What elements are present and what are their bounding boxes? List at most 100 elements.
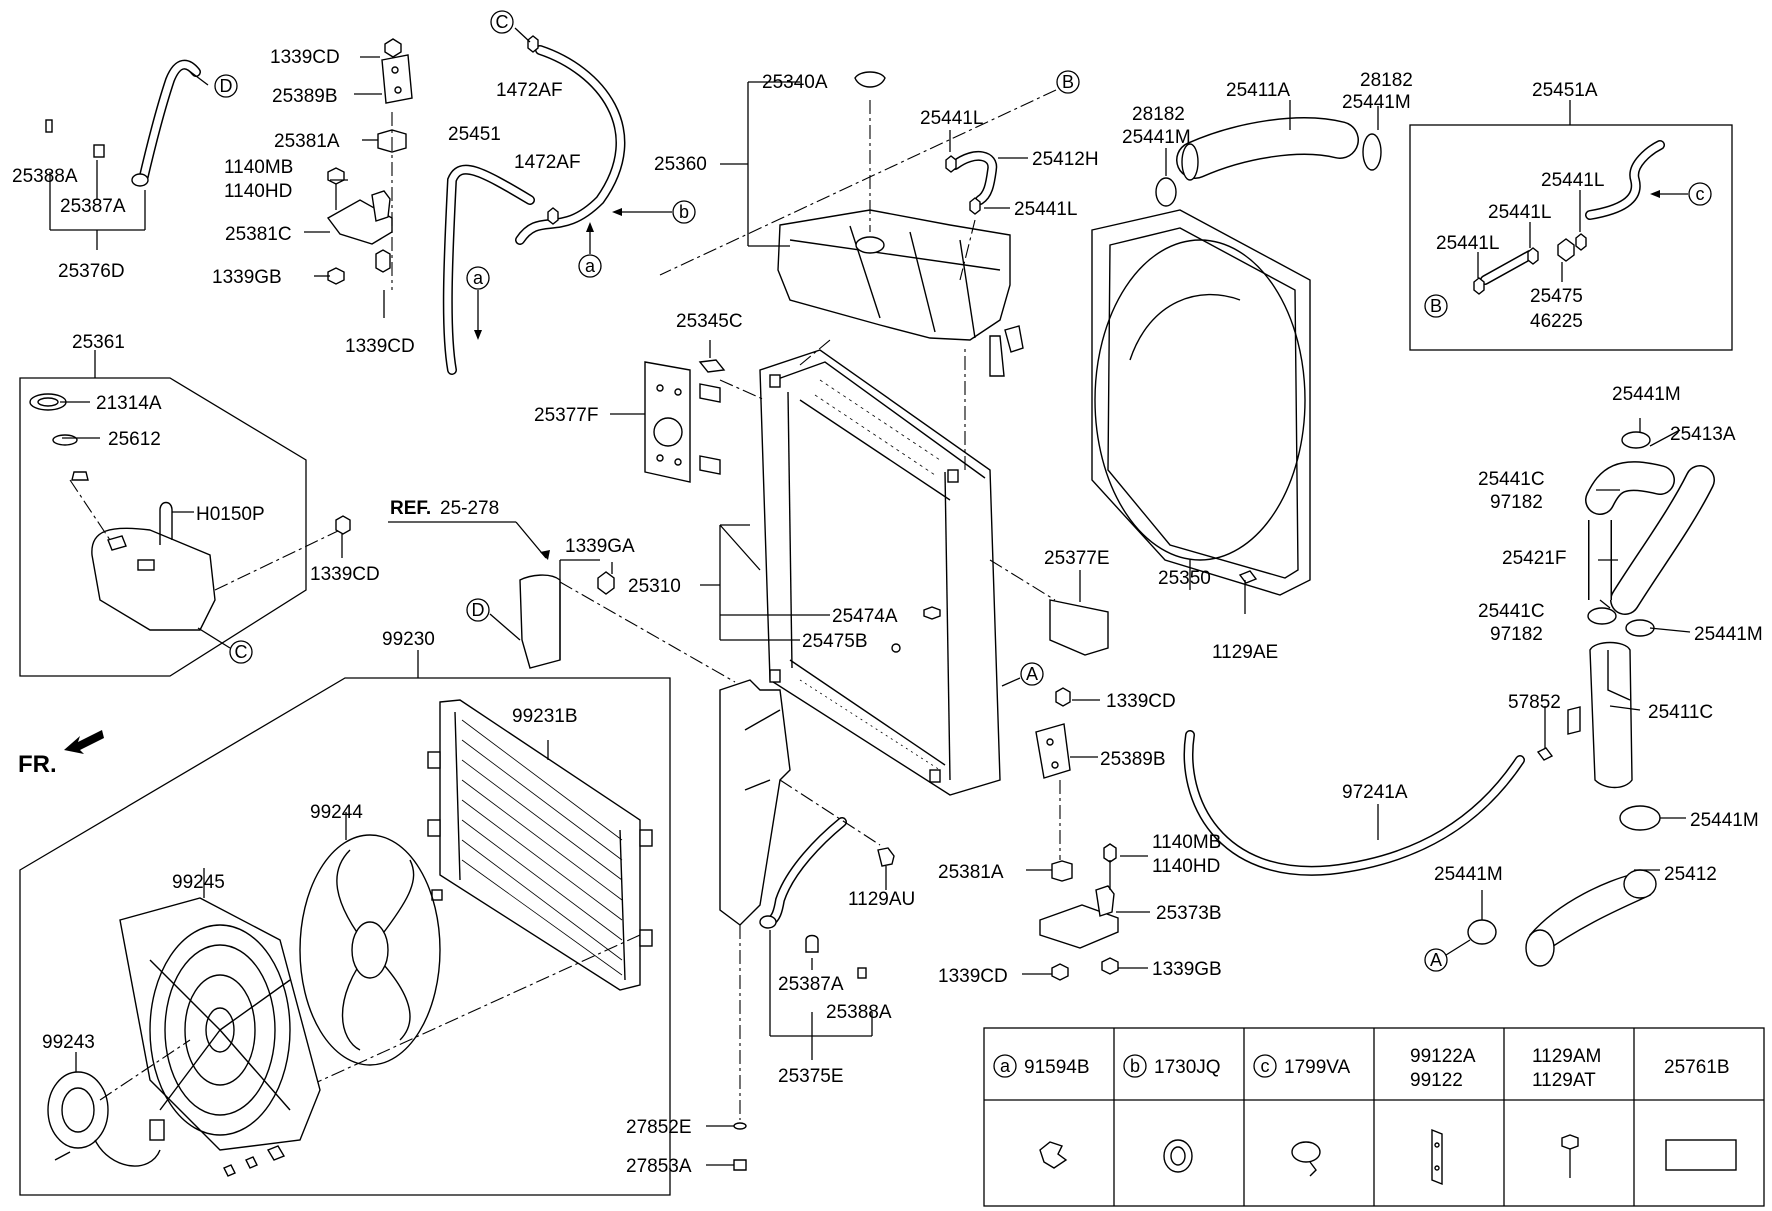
radiator-25310: 25310 25474A 25475B xyxy=(628,339,1001,796)
label-plate-icon xyxy=(1665,1139,1737,1171)
hose-97241A: 97241A xyxy=(1183,730,1525,876)
label-1140HD: 1140HD xyxy=(1152,856,1220,877)
label-25350: 25350 xyxy=(1158,568,1211,589)
label-25441L: 25441L xyxy=(1436,233,1499,254)
label-99245: 99245 xyxy=(172,872,225,893)
label-25441M: 25441M xyxy=(1612,384,1681,405)
label-99231B: 99231B xyxy=(512,706,578,727)
label-97182: 97182 xyxy=(1490,492,1543,513)
legend-cell-c: c 1799VA xyxy=(1253,1054,1351,1177)
label-46225: 46225 xyxy=(1530,311,1583,332)
label-25376D: 25376D xyxy=(58,261,125,282)
hose-25376D-group: D 25388A 25387A 25376D xyxy=(12,59,238,282)
hose-25411A-group: 28182 25441M 25411A 28182 25441M xyxy=(1122,70,1413,207)
label-25475B: 25475B xyxy=(802,631,868,652)
bracket-25377E: 25377E xyxy=(989,548,1110,656)
svg-text:1129AM: 1129AM xyxy=(1532,1046,1601,1067)
label-25441M: 25441M xyxy=(1694,624,1763,645)
label-1472AF: 1472AF xyxy=(514,152,581,173)
clamp-icon xyxy=(1291,1141,1321,1163)
label-25310: 25310 xyxy=(628,576,681,597)
label-25451A: 25451A xyxy=(1532,80,1598,101)
condenser-fan-99230: 99230 99231B 99244 99245 99243 xyxy=(19,629,671,1196)
label-28182: 28182 xyxy=(1132,104,1185,125)
fan-shroud-25350: 25350 1129AE xyxy=(1091,209,1311,663)
label-97182: 97182 xyxy=(1490,624,1543,645)
label-1140HD: 1140HD xyxy=(224,181,292,202)
label-25389B: 25389B xyxy=(272,86,338,107)
label-25441L: 25441L xyxy=(1488,202,1551,223)
svg-text:c: c xyxy=(1261,1056,1270,1076)
label-1472AF: 1472AF xyxy=(496,80,563,101)
label-1140MB: 1140MB xyxy=(224,157,293,178)
label-25387A: 25387A xyxy=(60,196,126,217)
label-25381A: 25381A xyxy=(274,131,340,152)
svg-text:a: a xyxy=(1000,1056,1011,1076)
label-25388A: 25388A xyxy=(826,1002,892,1023)
label-25381C: 25381C xyxy=(225,224,292,245)
label-25411C: 25411C xyxy=(1648,702,1713,723)
label-25340A: 25340A xyxy=(762,72,828,93)
label-25389B: 25389B xyxy=(1100,749,1166,770)
condenser-99231B xyxy=(427,699,653,991)
label-1129AE: 1129AE xyxy=(1212,642,1278,663)
svg-text:A: A xyxy=(1026,664,1038,684)
svg-text:91594B: 91594B xyxy=(1024,1057,1090,1078)
svg-text:a: a xyxy=(473,268,484,288)
label-21314A: 21314A xyxy=(96,393,162,414)
svg-text:1730JQ: 1730JQ xyxy=(1154,1057,1221,1078)
label-99243: 99243 xyxy=(42,1032,95,1053)
svg-text:A: A xyxy=(1430,950,1442,970)
label-25411A: 25411A xyxy=(1226,80,1290,101)
svg-text:a: a xyxy=(585,256,596,276)
ref-label: REF. xyxy=(390,498,431,519)
label-25412: 25412 xyxy=(1664,864,1717,885)
label-25441M: 25441M xyxy=(1434,864,1503,885)
label-H0150P: H0150P xyxy=(196,504,265,525)
bracket-25375E-group: 25387A 25388A 25375E xyxy=(769,930,892,1087)
label-1339CD: 1339CD xyxy=(310,564,380,585)
label-57852: 57852 xyxy=(1508,692,1561,713)
label-28182: 28182 xyxy=(1360,70,1413,91)
clip-icon xyxy=(1039,1141,1068,1169)
legend-table: a 91594B b 1730JQ c 1799VA 99122A 99122 xyxy=(983,1027,1765,1207)
label-25377E: 25377E xyxy=(1044,548,1110,569)
label-25388A: 25388A xyxy=(12,166,78,187)
svg-text:C: C xyxy=(496,12,509,32)
grommet-icon xyxy=(1163,1139,1193,1173)
svg-text:25761B: 25761B xyxy=(1664,1057,1730,1078)
legend-cell-e: 1129AM 1129AT xyxy=(1532,1046,1601,1178)
front-direction-indicator: FR. xyxy=(18,730,104,778)
svg-text:b: b xyxy=(679,202,689,222)
label-25387A: 25387A xyxy=(778,974,844,995)
label-1339GB: 1339GB xyxy=(1152,959,1222,980)
label-25441M: 25441M xyxy=(1122,127,1191,148)
svg-text:c: c xyxy=(1696,184,1705,204)
air-guide-center: 1129AU 27852E 27853A xyxy=(626,679,915,1177)
hose-25451-group: C a a b 1472AF 25451 1472AF xyxy=(442,10,696,375)
svg-text:D: D xyxy=(220,76,233,96)
label-25360: 25360 xyxy=(654,154,707,175)
bracket-stack-lower: A 1339CD 25389B 1140MB 1140HD 25381A 253… xyxy=(938,662,1222,987)
label-25451: 25451 xyxy=(448,124,501,145)
svg-text:B: B xyxy=(1430,296,1442,316)
reservoir-tank-25360: 25340A 25360 xyxy=(654,71,1024,377)
bolt-icon xyxy=(1561,1134,1579,1150)
bracket-25377F: 25345C 25377F xyxy=(534,311,766,483)
label-25381A: 25381A xyxy=(938,862,1004,883)
front-arrow-icon xyxy=(64,730,104,754)
label-25412H: 25412H xyxy=(1032,149,1099,170)
hose-25412H-group: B 25441L 25412H 25441L xyxy=(659,70,1099,281)
label-25421F: 25421F xyxy=(1502,548,1566,569)
label-25441M: 25441M xyxy=(1342,92,1411,113)
label-1339CD: 1339CD xyxy=(345,336,415,357)
label-1339GA: 1339GA xyxy=(565,536,635,557)
label-25441L: 25441L xyxy=(1541,170,1604,191)
legend-cell-f: 25761B xyxy=(1664,1057,1737,1171)
radiator-corrugation xyxy=(799,379,941,771)
fan-shroud-99245 xyxy=(119,897,321,1151)
label-25441L: 25441L xyxy=(920,108,983,129)
label-25612: 25612 xyxy=(108,429,161,450)
label-25361: 25361 xyxy=(72,332,125,353)
